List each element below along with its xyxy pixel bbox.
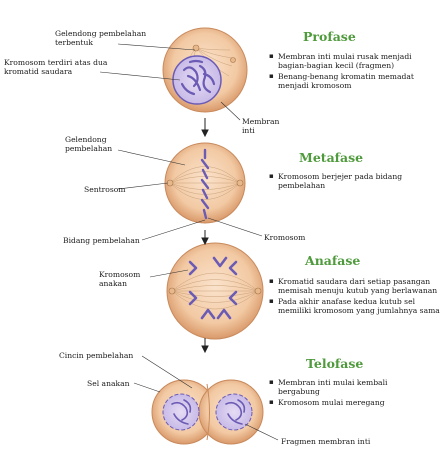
anaphase-daughter-chromosomes — [188, 256, 238, 320]
metaphase-centrosome-right — [236, 179, 244, 187]
telophase-cell — [151, 379, 264, 445]
anaphase-centrosome-right — [254, 287, 262, 295]
label-chromosome: Kromosom — [264, 233, 306, 242]
label-chromosome-two-chromatids: Kromosom terdiri atas dua kromatid sauda… — [4, 58, 108, 76]
label-division-plane: Bidang pembelahan — [63, 236, 140, 245]
prophase-chromatin — [180, 59, 216, 96]
metaphase-chromosomes — [200, 148, 210, 220]
bullet-item: Kromatid saudara dari setiap pasangan me… — [268, 277, 440, 295]
telophase-nucleus-right — [215, 393, 253, 431]
leader-lines — [99, 43, 279, 441]
label-centrosome: Sentrosom — [84, 185, 126, 194]
phase-bullets-metaphase: Kromosom berjejer pada bidang pembelahan — [268, 172, 433, 192]
phase-bullets-prophase: Membran inti mulai rusak menjadi bagian-… — [268, 52, 440, 92]
anaphase-spindle — [171, 272, 259, 310]
label-daughter-chromosome: Kromosom anakan — [99, 270, 141, 288]
label-spindle: Gelendong pembelahan — [65, 135, 113, 153]
phase-title-anaphase: Anafase — [305, 253, 361, 268]
bullet-item: Kromosom mulai meregang — [268, 398, 418, 407]
prophase-cell — [162, 27, 248, 113]
bullet-item: Kromosom berjejer pada bidang pembelahan — [268, 172, 433, 190]
phase-title-telophase: Telofase — [306, 356, 364, 371]
phase-bullets-telophase: Membran inti mulai kembali bergabung Kro… — [268, 378, 418, 409]
phase-title-metaphase: Metafase — [299, 150, 364, 165]
bullet-item: Pada akhir anafase kedua kutub sel memil… — [268, 297, 440, 315]
label-nuclear-membrane: Membran inti — [242, 117, 280, 135]
phase-bullets-anaphase: Kromatid saudara dari setiap pasangan me… — [268, 277, 440, 317]
label-nuclear-membrane-fragment: Fragmen membran inti — [281, 437, 371, 446]
metaphase-cell — [164, 142, 246, 224]
label-cleavage-ring: Cincin pembelahan — [59, 351, 134, 360]
label-spindle-formed: Gelendong pembelahan terbentuk — [55, 29, 147, 47]
cleavage-furrow — [206, 383, 210, 441]
prophase-centrosome — [192, 44, 236, 63]
label-daughter-cell: Sel anakan — [87, 379, 130, 388]
phase-title-prophase: Profase — [303, 29, 356, 44]
anaphase-cell — [166, 242, 264, 340]
phase-arrows — [201, 118, 209, 354]
anaphase-centrosome-left — [168, 287, 176, 295]
bullet-item: Membran inti mulai kembali bergabung — [268, 378, 418, 396]
telophase-nucleus-left — [162, 393, 200, 431]
bullet-item: Membran inti mulai rusak menjadi bagian-… — [268, 52, 440, 70]
bullet-item: Benang-benang kromatin memadat menjadi k… — [268, 72, 440, 90]
